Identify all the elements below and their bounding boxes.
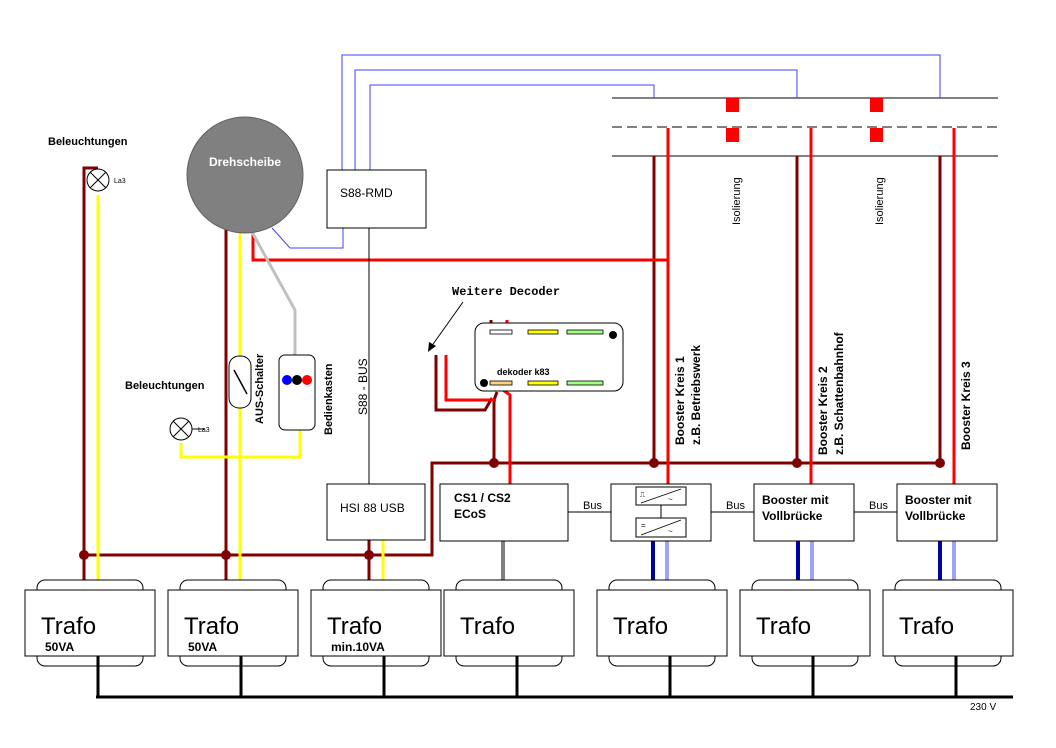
track-rails bbox=[612, 97, 998, 157]
booster-vollbruecke-a: Booster mit Vollbrücke bbox=[753, 483, 855, 542]
trafo: Trafo bbox=[882, 579, 1014, 697]
beleuchtungen-label: Beleuchtungen bbox=[125, 380, 205, 392]
booster-kreis-2-sublabel: z.B. Schattenbahnhof bbox=[832, 331, 846, 455]
drehscheibe: Drehscheibe bbox=[186, 116, 304, 234]
mains-line: 230 V bbox=[96, 695, 1013, 713]
booster-label: Booster mit bbox=[905, 493, 972, 507]
weitere-decoder-label: Weitere Decoder bbox=[452, 285, 560, 299]
booster-sublabel: Vollbrücke bbox=[762, 509, 823, 523]
s88-rmd-label: S88-RMD bbox=[340, 186, 393, 200]
feedback-lines bbox=[271, 54, 941, 249]
booster-1: ⎍ ~ = ~ bbox=[610, 483, 712, 542]
trafo-title: Trafo bbox=[327, 613, 382, 640]
beleuchtungen-label: Beleuchtungen bbox=[48, 136, 128, 148]
trafo-rating: 50VA bbox=[188, 640, 217, 654]
junction-dots bbox=[79, 458, 945, 560]
svg-text:⎍: ⎍ bbox=[640, 492, 645, 499]
isolation-mark bbox=[870, 128, 883, 142]
booster-kreis-2-label: Booster Kreis 2 bbox=[816, 366, 830, 455]
isolation-mark bbox=[726, 98, 739, 112]
arrow-icon bbox=[428, 301, 464, 352]
bedienkasten: Bedienkasten bbox=[278, 354, 335, 435]
blue-button-icon bbox=[282, 375, 292, 385]
drehscheibe-label: Drehscheibe bbox=[209, 155, 281, 169]
aus-schalter-label: AUS-Schalter bbox=[254, 353, 266, 424]
trafo: Trafo bbox=[596, 579, 728, 697]
trafo-title: Trafo bbox=[460, 613, 515, 640]
mains-label: 230 V bbox=[970, 702, 996, 713]
isolierung-label: Isolierung bbox=[731, 177, 743, 225]
trafo-title: Trafo bbox=[756, 613, 811, 640]
booster-vollbruecke-b: Booster mit Vollbrücke bbox=[896, 483, 998, 542]
black-button-icon bbox=[292, 375, 302, 385]
booster-sublabel: Vollbrücke bbox=[905, 509, 966, 523]
trafo-title: Trafo bbox=[184, 613, 239, 640]
booster-kreis-1-sublabel: z.B. Betriebswerk bbox=[689, 345, 703, 445]
bus-label: Bus bbox=[726, 500, 745, 512]
booster-kreis-3-label: Booster Kreis 3 bbox=[959, 361, 973, 450]
trafo-rating: 50VA bbox=[45, 640, 74, 654]
red-button-icon bbox=[302, 375, 312, 385]
bedienkasten-label: Bedienkasten bbox=[323, 363, 335, 435]
s88-rmd-box: S88-RMD bbox=[326, 169, 427, 229]
booster-label: Booster mit bbox=[762, 493, 829, 507]
lamp-tag: La3 bbox=[114, 178, 126, 185]
dekoder-label: dekoder k83 bbox=[497, 367, 550, 377]
bus-links: Bus Bus Bus bbox=[568, 500, 897, 513]
lamp-mid: Beleuchtungen La3 bbox=[125, 380, 210, 441]
trafo-title: Trafo bbox=[899, 613, 954, 640]
dekoder-k83: dekoder k83 bbox=[474, 322, 624, 392]
lamp-tag: La3 bbox=[198, 427, 210, 434]
lamp-top: Beleuchtungen La3 bbox=[48, 136, 128, 192]
svg-text:~: ~ bbox=[668, 495, 673, 504]
svg-text:=: = bbox=[641, 521, 646, 530]
hsi-88-usb-box: HSI 88 USB bbox=[326, 483, 426, 541]
svg-text:~: ~ bbox=[668, 527, 673, 536]
bedienkasten-cable bbox=[250, 231, 297, 355]
hsi-label: HSI 88 USB bbox=[340, 501, 405, 515]
bus-label: Bus bbox=[583, 500, 602, 512]
isolation-mark bbox=[870, 98, 883, 112]
trafo-title: Trafo bbox=[41, 613, 96, 640]
isolation-mark bbox=[726, 128, 739, 142]
trafo: Trafo bbox=[739, 579, 871, 697]
yellow-wiring bbox=[96, 195, 385, 590]
bus-label: Bus bbox=[869, 500, 888, 512]
ecos-label: ECoS bbox=[454, 507, 486, 521]
trafo-title: Trafo bbox=[613, 613, 668, 640]
s88-bus-label: S88 - BUS bbox=[356, 358, 370, 415]
trafo: Trafo bbox=[443, 579, 575, 697]
booster-kreis-1-label: Booster Kreis 1 bbox=[673, 356, 687, 445]
aus-schalter: AUS-Schalter bbox=[228, 353, 266, 424]
cs-label: CS1 / CS2 bbox=[454, 491, 511, 505]
trafo-rating: min.10VA bbox=[331, 640, 385, 654]
isolierung-label: Isolierung bbox=[874, 177, 886, 225]
red-wiring bbox=[251, 128, 956, 488]
dark-red-wiring bbox=[82, 156, 942, 590]
central-station-box: CS1 / CS2 ECoS bbox=[439, 483, 569, 542]
